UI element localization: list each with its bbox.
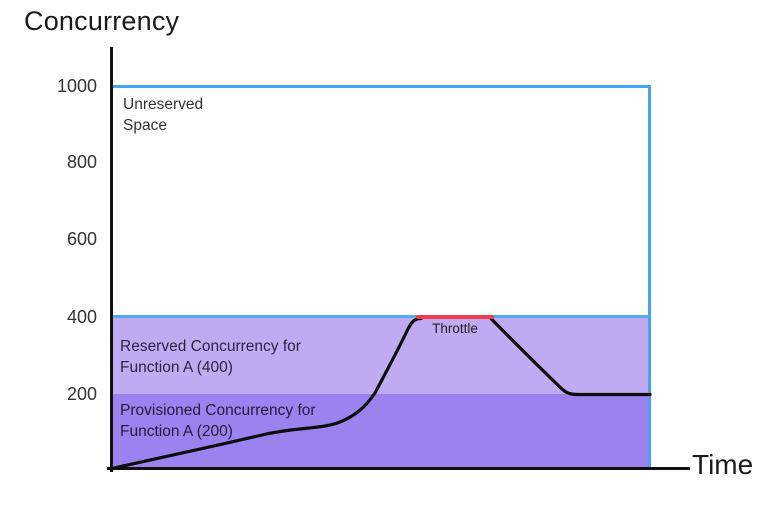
account-limit-line-1000 <box>112 85 650 88</box>
y-tick-200: 200 <box>66 384 97 404</box>
throttle-label: Throttle <box>432 321 478 336</box>
reserved-concurrency-label: Reserved Concurrency for Function A (400… <box>120 338 301 376</box>
throttle-line <box>416 315 494 319</box>
y-tick-1000: 1000 <box>56 76 97 96</box>
reserved-limit-line-400 <box>112 315 650 318</box>
y-tick-800: 800 <box>66 152 97 172</box>
chart-title: Concurrency <box>24 6 180 36</box>
provisioned-concurrency-label: Provisioned Concurrency for Function A (… <box>120 402 316 440</box>
x-axis-label: Time <box>692 449 754 480</box>
y-tick-400: 400 <box>66 307 97 327</box>
unreserved-space-label: Unreserved Space <box>123 96 204 134</box>
y-axis <box>110 47 113 472</box>
y-tick-600: 600 <box>66 229 97 249</box>
chart-right-border-line <box>648 85 651 470</box>
x-axis <box>107 467 690 470</box>
